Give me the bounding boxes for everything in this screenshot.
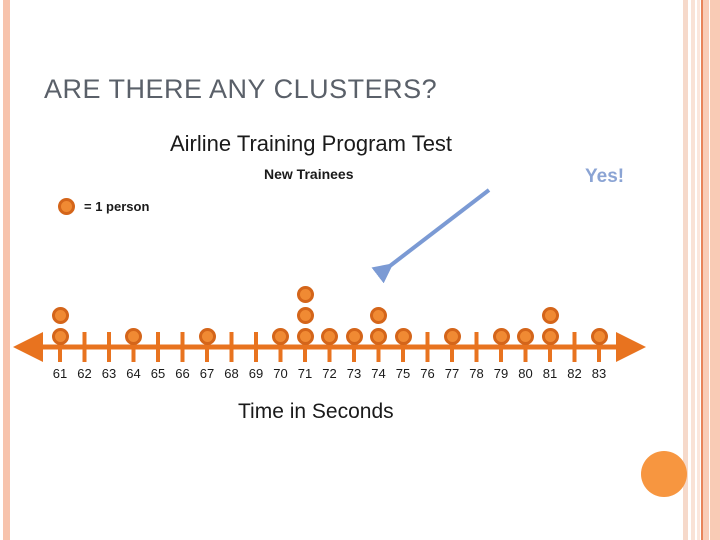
x-tick-label: 83: [591, 366, 607, 381]
yes-callout-label: Yes!: [585, 166, 625, 187]
data-dot: [590, 328, 608, 345]
data-dot: [51, 328, 69, 345]
x-tick-label: 81: [542, 366, 558, 381]
chart-subtitle: New Trainees: [264, 166, 354, 182]
x-tick-label: 76: [420, 366, 435, 381]
legend: = 1 person: [58, 198, 149, 215]
legend-dot-icon: [58, 198, 75, 215]
x-tick-label: 74: [371, 366, 386, 381]
data-dot: [443, 328, 461, 345]
x-tick-label: 62: [77, 366, 92, 381]
data-dot: [345, 328, 363, 345]
x-tick-label: 79: [493, 366, 509, 381]
data-dot: [125, 328, 142, 345]
x-tick-label: 66: [175, 366, 190, 381]
data-dot: [370, 307, 387, 324]
data-dot: [541, 328, 559, 345]
left-decorative-stripe: [3, 0, 10, 540]
x-tick-label: 72: [322, 366, 337, 381]
x-tick-label: 70: [273, 366, 288, 381]
data-dot: [541, 307, 559, 324]
page-title: ARE THERE ANY CLUSTERS?: [44, 74, 438, 104]
data-dot: [321, 328, 338, 345]
x-tick-label: 69: [248, 366, 264, 381]
data-dot: [296, 307, 314, 324]
data-dot: [394, 328, 412, 345]
right-decorative-stripe-4: [701, 0, 703, 540]
right-decorative-stripe-1: [683, 0, 688, 540]
x-tick-label: 63: [101, 366, 117, 381]
x-tick-label: 61: [52, 366, 68, 381]
x-tick-label: 78: [469, 366, 484, 381]
x-tick-label: 82: [567, 366, 582, 381]
x-tick-label: 80: [518, 366, 533, 381]
x-tick-label: 68: [224, 366, 239, 381]
corner-accent-circle: [641, 451, 687, 497]
x-tick-label: 67: [199, 366, 215, 381]
legend-label: = 1 person: [84, 199, 150, 214]
data-dot: [272, 328, 289, 345]
data-dot: [296, 286, 314, 303]
data-dot: [492, 328, 510, 345]
x-axis-caption: Time in Seconds: [238, 400, 394, 423]
x-tick-label: 64: [126, 366, 141, 381]
data-dot: [296, 328, 314, 345]
x-tick-label: 75: [395, 366, 411, 381]
right-decorative-stripe-5: [703, 0, 709, 540]
data-dot: [198, 328, 216, 345]
x-tick-label: 65: [150, 366, 166, 381]
data-dot: [51, 307, 69, 324]
x-tick-label: 77: [444, 366, 460, 381]
right-decorative-stripe-2: [691, 0, 695, 540]
data-dot: [370, 328, 387, 345]
x-tick-label: 73: [346, 366, 362, 381]
data-dot: [517, 328, 534, 345]
right-decorative-stripe-3: [697, 0, 700, 540]
x-tick-label: 71: [297, 366, 313, 381]
right-decorative-stripe-6: [710, 0, 720, 540]
chart-title: Airline Training Program Test: [170, 131, 453, 156]
